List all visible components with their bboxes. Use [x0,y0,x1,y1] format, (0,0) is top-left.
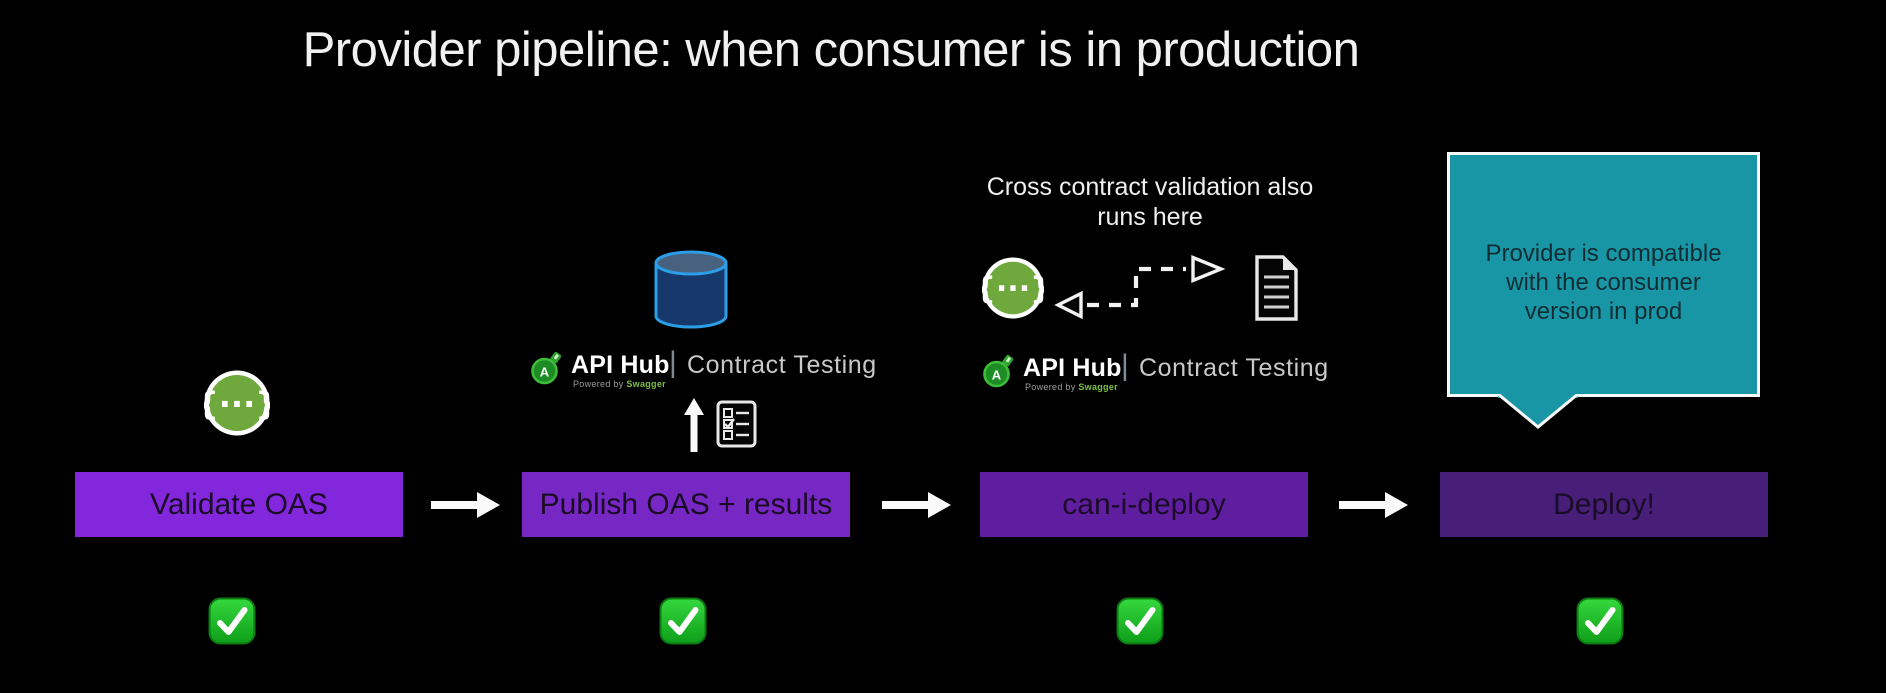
api-hub-logo: A API Hub Powered by Swagger | Contract … [983,349,1328,395]
cross-contract-line1: Cross contract validation also [986,173,1314,201]
right-arrow-icon [882,492,951,518]
swagger-brand-label: Swagger [626,379,666,389]
callout-line2: with the consumer [1506,269,1701,296]
document-icon [1255,255,1298,321]
api-hub-brand-text: API Hub [571,351,670,379]
success-check-icon [1576,597,1624,645]
contract-testing-label: Contract Testing [1139,354,1329,382]
callout-bubble: Provider is compatible with the consumer… [1447,152,1760,397]
success-check-icon [659,597,707,645]
slide-title: Provider pipeline: when consumer is in p… [302,23,1360,77]
api-hub-logo: A API Hub Powered by Swagger | Contract … [531,346,876,392]
step-publish-oas-results: Publish OAS + results [522,472,850,537]
step-label: Publish OAS + results [539,487,833,521]
success-check-icon [1116,597,1164,645]
checklist-icon [716,400,757,448]
right-arrow-icon [1339,492,1408,518]
cross-contract-note: Cross contract validation also runs here [950,172,1350,232]
powered-by-label: Powered by [1025,382,1076,392]
swagger-braces-glyph: {···} [204,385,270,423]
callout-line3: version in prod [1524,298,1683,325]
swagger-braces-glyph: {···} [982,271,1044,306]
powered-by-text: Powered by Swagger [1025,382,1118,392]
step-label: can-i-deploy [1062,487,1226,521]
powered-by-text: Powered by Swagger [573,379,666,389]
powered-by-label: Powered by [573,379,624,389]
step-label: Validate OAS [150,487,328,521]
right-arrow-icon [431,492,500,518]
callout-bubble-tail [1497,394,1579,429]
openapi-swagger-icon: {···} [982,257,1044,319]
swagger-brand-label: Swagger [1078,382,1118,392]
step-label: Deploy! [1553,487,1655,521]
contract-testing-label: Contract Testing [687,351,877,379]
badge-letter: A [540,365,550,380]
dashed-exchange-arrows-icon [1054,254,1226,320]
success-check-icon [208,597,256,645]
callout-line1: Provider is compatible [1485,240,1722,267]
step-can-i-deploy: can-i-deploy [980,472,1308,537]
step-deploy: Deploy! [1440,472,1768,537]
cross-contract-line2: runs here [1097,203,1203,231]
api-hub-badge-icon: A [983,355,1013,388]
logo-divider: | [1121,349,1129,382]
badge-letter: A [992,368,1002,383]
step-validate-oas: Validate OAS [75,472,403,537]
database-icon [654,250,728,329]
up-arrow-icon [684,398,704,452]
api-hub-badge-icon: A [531,352,561,385]
api-hub-brand-text: API Hub [1023,354,1122,382]
logo-divider: | [669,346,677,379]
openapi-swagger-icon: {···} [204,370,270,436]
